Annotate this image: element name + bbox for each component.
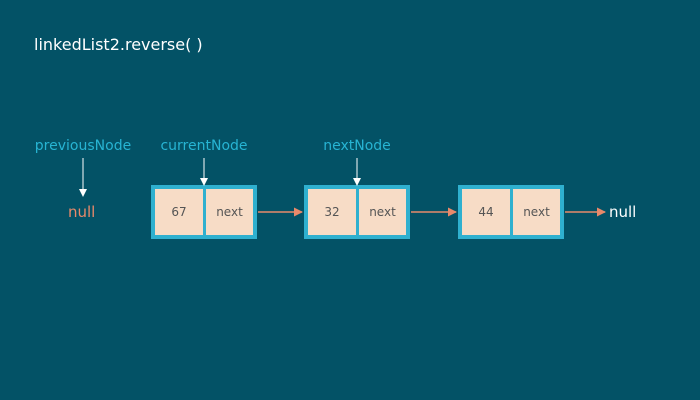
node-2-next: next <box>359 189 406 235</box>
list-node-2: 32 next <box>304 185 410 239</box>
previous-null-text: null <box>68 203 96 221</box>
node-1-value: 67 <box>155 189 203 235</box>
end-null-text: null <box>609 203 637 221</box>
node-2-value: 32 <box>308 189 356 235</box>
diagram-title: linkedList2.reverse( ) <box>34 35 203 54</box>
next-node-label: nextNode <box>323 138 391 154</box>
list-node-1: 67 next <box>151 185 257 239</box>
current-node-label: currentNode <box>160 138 248 154</box>
node-1-next: next <box>206 189 253 235</box>
node-3-value: 44 <box>462 189 510 235</box>
previous-node-label: previousNode <box>34 138 132 154</box>
list-node-3: 44 next <box>458 185 564 239</box>
node-3-next: next <box>513 189 560 235</box>
